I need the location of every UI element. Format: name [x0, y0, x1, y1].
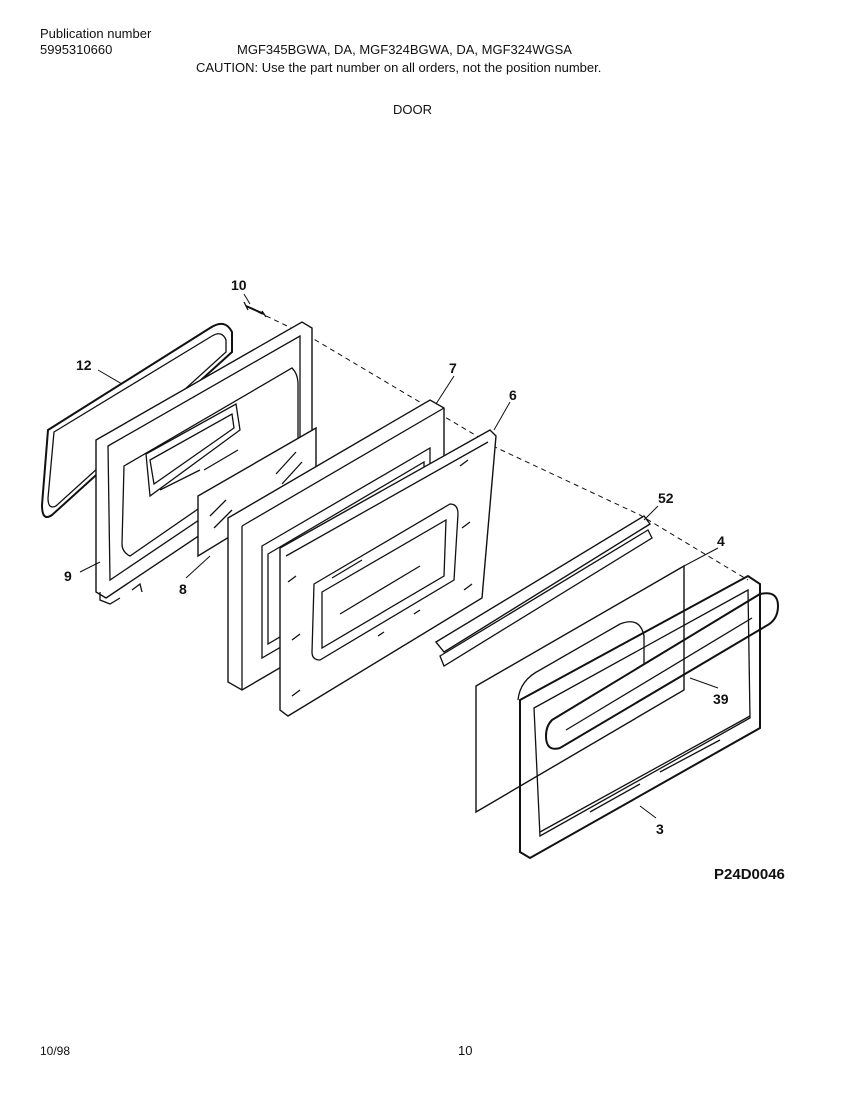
callout-7: 7	[449, 360, 457, 376]
callout-39: 39	[713, 691, 729, 707]
section-title: DOOR	[393, 102, 432, 117]
footer-date: 10/98	[40, 1044, 71, 1058]
model-list: MGF345BGWA, DA, MGF324BGWA, DA, MGF324WG…	[237, 42, 572, 57]
callout-9: 9	[64, 568, 72, 584]
part-6-inner-door-support	[279, 429, 497, 717]
publication-label: Publication number	[40, 26, 152, 41]
callout-52: 52	[658, 490, 674, 506]
callout-8: 8	[179, 581, 187, 597]
part-10-screw	[243, 301, 267, 318]
callout-12: 12	[76, 357, 92, 373]
callout-4: 4	[717, 533, 725, 549]
page-number: 10	[458, 1043, 473, 1058]
part-12-gasket	[40, 322, 233, 518]
part-3-outer-door-frame	[519, 574, 761, 860]
callout-6: 6	[509, 387, 517, 403]
part-4-outer-glass	[475, 564, 685, 814]
callout-10: 10	[231, 277, 247, 293]
callout-3: 3	[656, 821, 664, 837]
part-52-door-trim	[434, 515, 653, 667]
publication-number: 5995310660	[40, 42, 113, 57]
diagram-code: P24D0046	[714, 866, 785, 883]
part-39-door-handle	[544, 592, 780, 750]
caution-note: CAUTION: Use the part number on all orde…	[196, 60, 602, 75]
callout-leaders	[79, 293, 719, 819]
